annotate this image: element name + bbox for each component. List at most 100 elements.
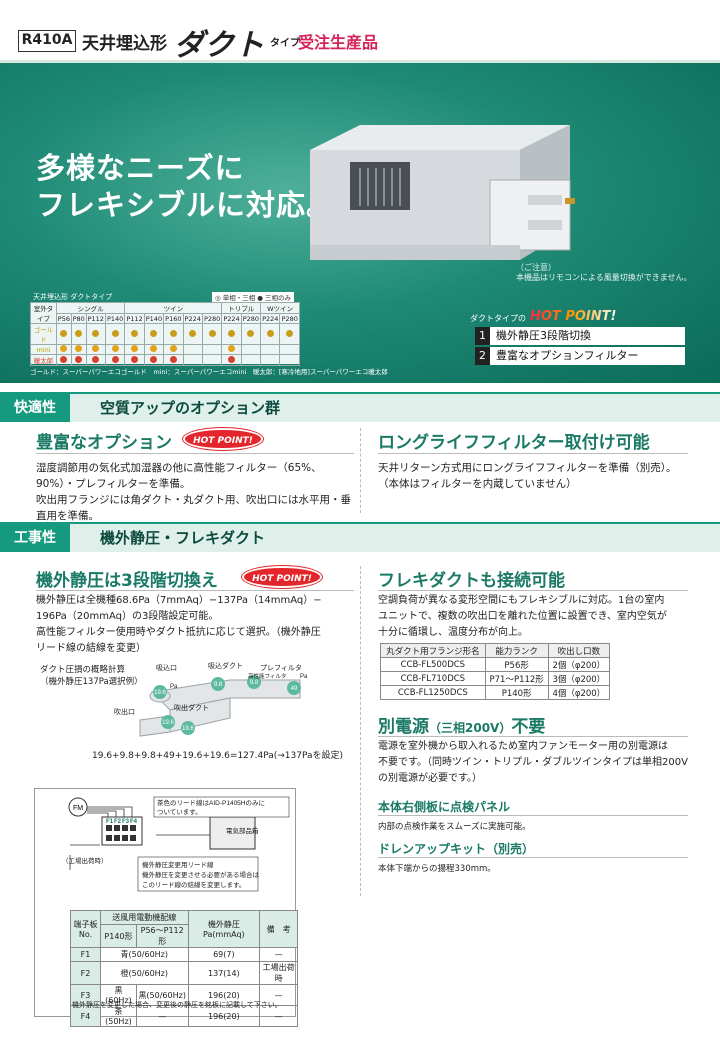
availability-dot: [169, 345, 177, 352]
availability-dot: [208, 329, 216, 337]
table-cell: 2個（φ200）: [547, 657, 611, 672]
lineup-cell: [240, 323, 262, 345]
availability-dot: [75, 329, 83, 337]
lineup-cell: [240, 354, 262, 366]
hotpoint-label: ダクトタイプの: [470, 314, 526, 323]
text-line: リード線の結線を変更）: [36, 643, 146, 654]
table-header: 吹出し口数: [547, 643, 611, 658]
table-cell: 黒(60Hz): [100, 984, 137, 1006]
lineup-cell: [260, 323, 281, 345]
lineup-capacity: P112: [85, 313, 106, 324]
divider: [36, 590, 354, 591]
hotpoint-num: 1: [475, 327, 490, 345]
table-header: P56〜P112形: [135, 924, 189, 948]
power-body: 電源を室外機から取入れるため室内ファンモーター用の別電源は 不要です。（同時ツイ…: [378, 739, 703, 787]
table-header: 丸ダクト用フランジ形名: [380, 643, 486, 658]
lineup-footnote: ゴールド：スーパーパワーエコゴールド mini：スーパーパワーエコmini 暖太…: [30, 368, 388, 376]
section-title: 空質アップのオプション群: [100, 399, 281, 417]
availability-dot: [131, 355, 139, 363]
text-line: 196Pa（20mmAq）の3段階設定可能。: [36, 611, 219, 622]
table-cell: F2: [70, 961, 101, 985]
lineup-cell: [104, 323, 126, 345]
lineup-cell: [260, 344, 281, 355]
lineup-capacity: P140: [143, 313, 165, 324]
diagram-label: 吸込口: [156, 663, 177, 672]
lineup-capacity: P280: [201, 313, 223, 324]
diagram-value: 49: [291, 686, 298, 692]
lineup-cell: [143, 354, 165, 366]
header-divider: [0, 60, 720, 63]
lineup-title: 天井埋込形 ダクトタイプ: [33, 293, 113, 301]
lineup-cell: [70, 323, 87, 345]
lineup-cell: [182, 344, 203, 355]
table-cell: 青(50/60Hz): [100, 947, 189, 962]
lineup-cell: [163, 354, 184, 366]
lineup-cell: [143, 323, 165, 345]
hero-note-title: （ご注意）: [516, 263, 556, 272]
drain-heading: ドレンアップキット（別売）: [378, 842, 535, 856]
hotpoint-item: 2 豊富なオプションフィルター: [475, 347, 685, 365]
divider: [378, 590, 688, 591]
lineup-capacity: P140: [104, 313, 126, 324]
availability-dot: [150, 345, 158, 352]
power-sub-text: （三相200V）: [429, 721, 512, 735]
hotpoint-badge: HOT POINT!: [242, 566, 322, 588]
lineup-group: シングル: [55, 302, 126, 314]
diagram-value: 19.6: [162, 720, 174, 726]
lineup-cell: [124, 323, 145, 345]
terminal-label: F4: [130, 819, 138, 825]
lineup-cell: [104, 344, 126, 355]
diagram-label: 高性能フィルタ: [248, 672, 286, 680]
availability-dot: [189, 329, 197, 337]
availability-dot: [111, 355, 119, 363]
lineup-cell: [279, 344, 300, 355]
wiring-note: ついています。: [157, 808, 202, 816]
lead-note: このリード線の結線を変更します。: [142, 880, 245, 889]
lineup-cell: [124, 344, 145, 355]
lineup-capacity: P224: [221, 313, 242, 324]
hotpoint-num: 2: [475, 347, 490, 365]
availability-dot: [247, 329, 255, 337]
diagram-value: 19.6: [154, 690, 166, 696]
text-line: 高性能フィルター使用時やダクト抵抗に応じて選択。（機外静圧: [36, 627, 321, 638]
wiring-footnote: 機外静圧を変更した場合、変更後の静圧を銘板に記載して下さい。: [72, 1001, 282, 1009]
availability-dot: [266, 329, 274, 337]
table-cell: 工場出荷時: [259, 961, 298, 985]
hotpoint-badge: HOT POINT!: [183, 428, 263, 450]
availability-dot: [92, 329, 100, 337]
availability-dot: [286, 329, 294, 337]
diagram-value: 9.8: [250, 680, 259, 686]
text-line: 90%）・プレフィルターを準備。: [36, 478, 191, 490]
terminal-label: F2: [114, 819, 122, 825]
availability-dot: [150, 355, 158, 363]
section-bar-comfort: 快適性 空質アップのオプション群: [0, 392, 720, 422]
divider: [378, 815, 688, 816]
terminal-label: F1: [106, 819, 114, 825]
wiring-diagram: FM F1 F2 F3 F4 茶色のリード線はAID-P1405Hのみに ついて…: [62, 796, 290, 892]
diagram-label: 吸込ダクト: [208, 661, 243, 670]
diagram-caption: ダクト圧損の概略計算: [40, 665, 126, 675]
header-made-to-order: 受注生産品: [298, 33, 379, 52]
drain-body: 本体下端からの揚程330mm。: [378, 864, 496, 874]
lineup-cell: [124, 354, 145, 366]
lineup-row-name: 暖太郎: [30, 354, 57, 366]
hotpoint-text: 豊富なオプションフィルター: [496, 349, 639, 362]
lineup-cell: [85, 323, 106, 345]
lineup-cell: [260, 354, 281, 366]
lineup-cell: [56, 323, 72, 345]
lineup-capacity: P160: [163, 313, 184, 324]
text-line: の別電源が必要です。）: [378, 773, 482, 784]
text-line: 湿度調節用の気化式加湿器の他に高性能フィルター（65%、: [36, 462, 322, 474]
fan-motor-label: FM: [73, 805, 83, 812]
header-title: ダクト: [174, 28, 264, 63]
terminal-label: F3: [122, 819, 130, 825]
diagram-caption: （機外静圧137Pa選択例）: [40, 677, 143, 687]
longlife-body: 天井リターン方式用にロングライフフィルターを準備（別売）。 （本体はフィルターを…: [378, 460, 698, 492]
lineup-cell: [56, 344, 72, 355]
